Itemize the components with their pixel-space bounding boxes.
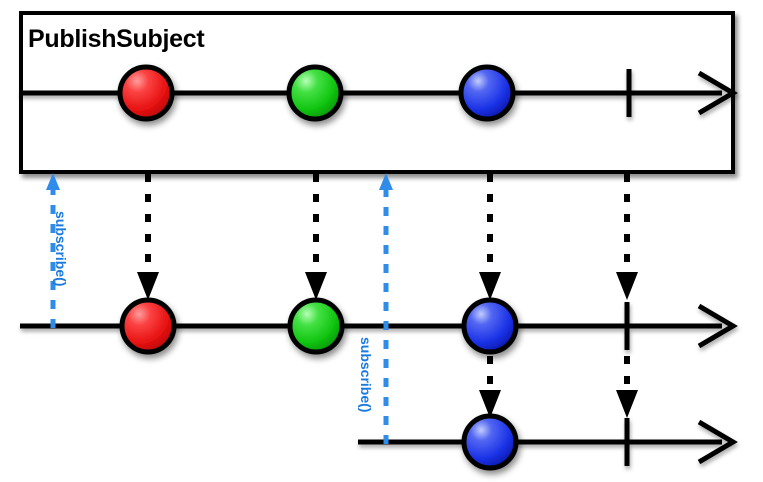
green-marble-circle bbox=[287, 297, 345, 355]
subscriber-1-marble-green bbox=[287, 297, 345, 355]
emission-link-blue-1-arrowhead bbox=[479, 272, 501, 300]
subscriber-1-marble-red bbox=[119, 297, 177, 355]
emission-links-to-subscriber-1 bbox=[137, 174, 638, 300]
emission-link-green-arrowhead bbox=[305, 272, 327, 300]
subscribe-label-2: subscribe() bbox=[358, 337, 374, 413]
publish-subject-title: PublishSubject bbox=[28, 25, 205, 53]
emission-links-to-subscriber-2 bbox=[479, 356, 638, 418]
emission-link-green bbox=[305, 174, 327, 300]
subscribe-arrow-1-arrowhead bbox=[46, 173, 60, 190]
emission-link-blue-2 bbox=[479, 356, 501, 418]
subscriber-1-arrowhead bbox=[697, 303, 738, 349]
subscriber-2-timeline bbox=[358, 418, 738, 466]
subscriber-2-arrowhead bbox=[697, 419, 738, 465]
subscribe-arrow-1[interactable] bbox=[46, 173, 60, 328]
subscriber-1-marble-blue bbox=[461, 297, 519, 355]
emission-link-blue-1 bbox=[479, 174, 501, 300]
subscribe-arrow-2-arrowhead bbox=[379, 173, 393, 190]
source-marble-green bbox=[286, 64, 344, 122]
emission-link-red bbox=[137, 174, 159, 300]
emission-link-complete-2 bbox=[616, 356, 638, 418]
source-timeline-arrowhead bbox=[697, 70, 738, 116]
blue-marble-circle bbox=[458, 64, 516, 122]
blue-marble-circle bbox=[461, 297, 519, 355]
subscriber-2-marble-blue bbox=[461, 413, 519, 471]
emission-link-complete-1-arrowhead bbox=[616, 272, 638, 300]
emission-link-blue-2-arrowhead bbox=[479, 390, 501, 418]
emission-link-complete-1 bbox=[616, 174, 638, 300]
source-marble-red bbox=[117, 64, 175, 122]
red-marble-circle bbox=[117, 64, 175, 122]
blue-marble-circle bbox=[461, 413, 519, 471]
source-marble-blue bbox=[458, 64, 516, 122]
emission-link-complete-2-arrowhead bbox=[616, 390, 638, 418]
subscribe-label-1: subscribe() bbox=[53, 211, 69, 287]
subscribe-arrow-2[interactable] bbox=[379, 173, 393, 444]
red-marble-circle bbox=[119, 297, 177, 355]
emission-link-red-arrowhead bbox=[137, 272, 159, 300]
green-marble-circle bbox=[286, 64, 344, 122]
